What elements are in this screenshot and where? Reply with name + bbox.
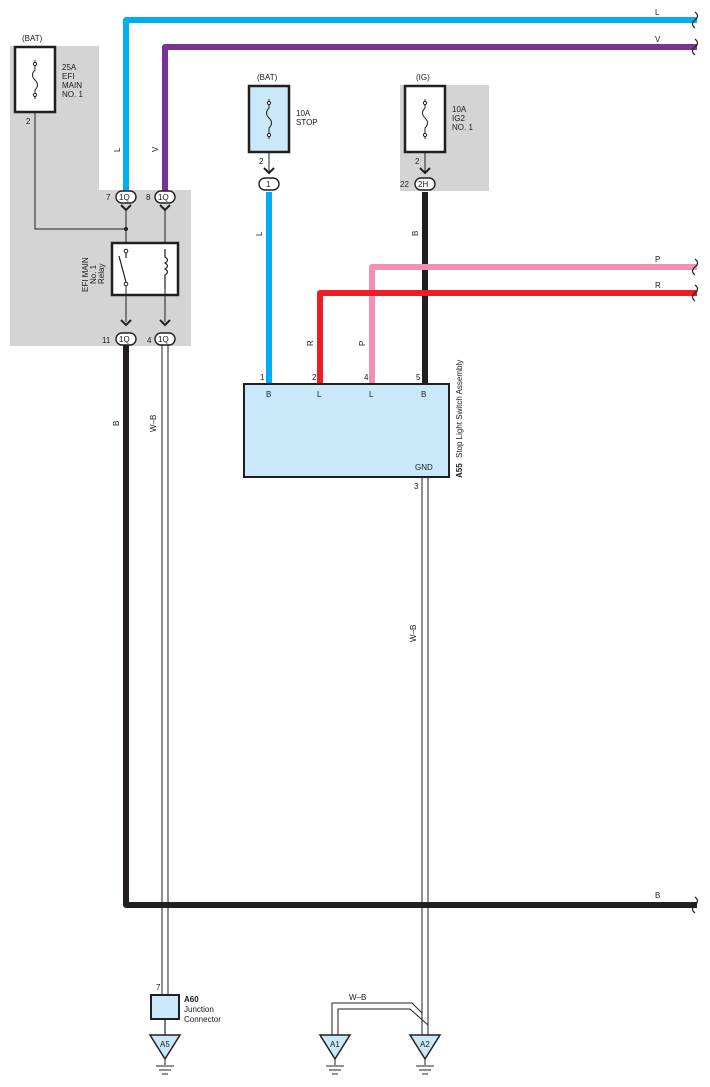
wire-label-ground-wb: W–B — [409, 625, 418, 642]
svg-text:8: 8 — [146, 193, 151, 202]
fuse-efi-name-2: MAIN — [62, 81, 82, 90]
wire-label-left-l: L — [113, 147, 122, 152]
fuse-stop: (BAT) 10A STOP 2 1 — [247, 73, 318, 191]
svg-text:1Q: 1Q — [119, 335, 130, 344]
switch-pin-2-label: L — [317, 390, 322, 399]
wire-label-right-p: P — [655, 255, 660, 264]
switch-pin-4-num: 4 — [364, 373, 369, 382]
wire-label-relay-wb: W–B — [149, 415, 158, 432]
relay-connector-11: 11 1Q — [102, 332, 137, 346]
svg-text:1Q: 1Q — [119, 193, 130, 202]
junction-code: A60 — [184, 995, 199, 1004]
wire-violet-v-top — [162, 44, 697, 192]
relay-connector-4: 4 1Q — [147, 332, 176, 346]
fuse-efi-main: (BAT) 25A EFI MAIN NO. 1 2 — [13, 34, 128, 231]
svg-text:A1: A1 — [330, 1040, 340, 1049]
wire-blue-l-top — [123, 17, 697, 192]
wire-label-relay-b: B — [112, 421, 121, 426]
fuse-stop-name: STOP — [296, 118, 318, 127]
wire-label-right-r: R — [655, 281, 661, 290]
relay-connector-8: 8 1Q — [146, 190, 176, 204]
wire-wb-ground — [421, 478, 429, 1035]
wire-labels: L V L V L B P R R P B W–B W–B B W–B — [112, 8, 661, 1002]
switch-gnd-label: GND — [415, 463, 433, 472]
fuse-ig2-name-1: IG2 — [452, 114, 465, 123]
svg-text:1: 1 — [266, 180, 271, 189]
wire-label-bottom-b: B — [655, 891, 660, 900]
fuse-ig2-source: (IG) — [416, 73, 430, 82]
svg-text:2H: 2H — [418, 180, 428, 189]
ground-a5: A5 — [148, 1034, 182, 1075]
switch-pin-1-label: B — [266, 390, 271, 399]
switch-pin-4-label: L — [369, 390, 374, 399]
svg-text:22: 22 — [400, 180, 409, 189]
switch-name: Stop Light Switch Assembly — [455, 360, 464, 458]
junction-label-1: Junction — [184, 1005, 214, 1014]
ground-a1: A1 — [318, 1034, 352, 1075]
fuse-efi-name-3: NO. 1 — [62, 90, 83, 99]
junction-connector-a60: 7 A60 Junction Connector — [150, 983, 221, 1035]
junction-label-2: Connector — [184, 1015, 221, 1024]
fuse-ig2-pin: 2 — [415, 157, 420, 166]
ground-a2: A2 — [408, 1034, 442, 1075]
switch-pin-5-num: 5 — [416, 373, 421, 382]
fuse-ig2-rating: 10A — [452, 105, 467, 114]
wire-wb-ground-bridge — [331, 1002, 429, 1035]
junction-pin: 7 — [156, 983, 161, 992]
switch-code: A55 — [455, 463, 464, 478]
wire-label-switch-r: R — [306, 340, 315, 346]
fuse-stop-pin: 2 — [259, 157, 264, 166]
wire-label-top-v: V — [655, 35, 661, 44]
wire-pink-p — [369, 264, 697, 383]
wire-label-left-v: V — [151, 146, 160, 152]
ig2-connector-2h: 22 2H — [400, 177, 436, 191]
wire-label-stop-l: L — [255, 231, 264, 236]
wire-label-switch-p: P — [358, 341, 367, 346]
fuse-ig2: (IG) 10A IG2 NO. 1 2 22 2H — [400, 73, 473, 191]
efi-main-relay: 7 1Q 8 1Q EFI MAIN No. 1 Relay 11 1Q 4 — [81, 190, 180, 346]
wire-label-ground-bridge-wb: W–B — [349, 993, 366, 1002]
wire-wb-relay — [161, 338, 169, 995]
stop-connector-1: 1 — [258, 177, 280, 191]
wire-red-r — [317, 290, 697, 383]
switch-pin-1-num: 1 — [260, 373, 265, 382]
wire-black-b-relay — [123, 338, 697, 908]
svg-text:11: 11 — [102, 336, 111, 345]
switch-gnd-pin: 3 — [414, 482, 419, 491]
fuse-efi-pin: 2 — [26, 117, 31, 126]
fuse-efi-source: (BAT) — [22, 34, 43, 43]
svg-text:1Q: 1Q — [158, 193, 169, 202]
relay-connector-7: 7 1Q — [106, 190, 137, 204]
svg-text:4: 4 — [147, 336, 152, 345]
fuse-stop-source: (BAT) — [257, 73, 278, 82]
fuse-ig2-name-2: NO. 1 — [452, 123, 473, 132]
svg-text:A2: A2 — [420, 1040, 430, 1049]
stop-light-switch-assembly: 1 B 2 L 4 L 5 B GND 3 A55 Stop Light Swi… — [243, 360, 464, 491]
relay-label-3: Relay — [97, 264, 106, 284]
switch-pin-5-label: B — [421, 390, 426, 399]
switch-pin-2-num: 2 — [312, 373, 317, 382]
fuse-stop-rating: 10A — [296, 109, 311, 118]
relay-label-2: No. 1 — [89, 264, 98, 284]
svg-text:1Q: 1Q — [158, 335, 169, 344]
relay-label-1: EFI MAIN — [81, 257, 90, 292]
fuse-efi-name-1: EFI — [62, 72, 74, 81]
wire-label-ig2-b: B — [411, 231, 420, 236]
wire-break-marks — [691, 11, 699, 914]
svg-text:A5: A5 — [160, 1040, 170, 1049]
wire-label-top-l: L — [655, 8, 660, 17]
fuse-efi-rating: 25A — [62, 63, 77, 72]
svg-text:7: 7 — [106, 193, 111, 202]
